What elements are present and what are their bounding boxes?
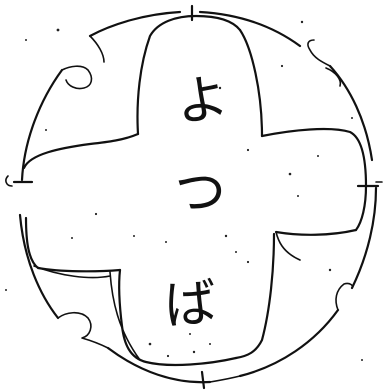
kana-yo: よ <box>172 67 232 134</box>
kana-tsu: つ <box>171 160 229 225</box>
kana-ba: ば <box>162 273 218 336</box>
kana-group: よ つ ば <box>162 67 232 336</box>
